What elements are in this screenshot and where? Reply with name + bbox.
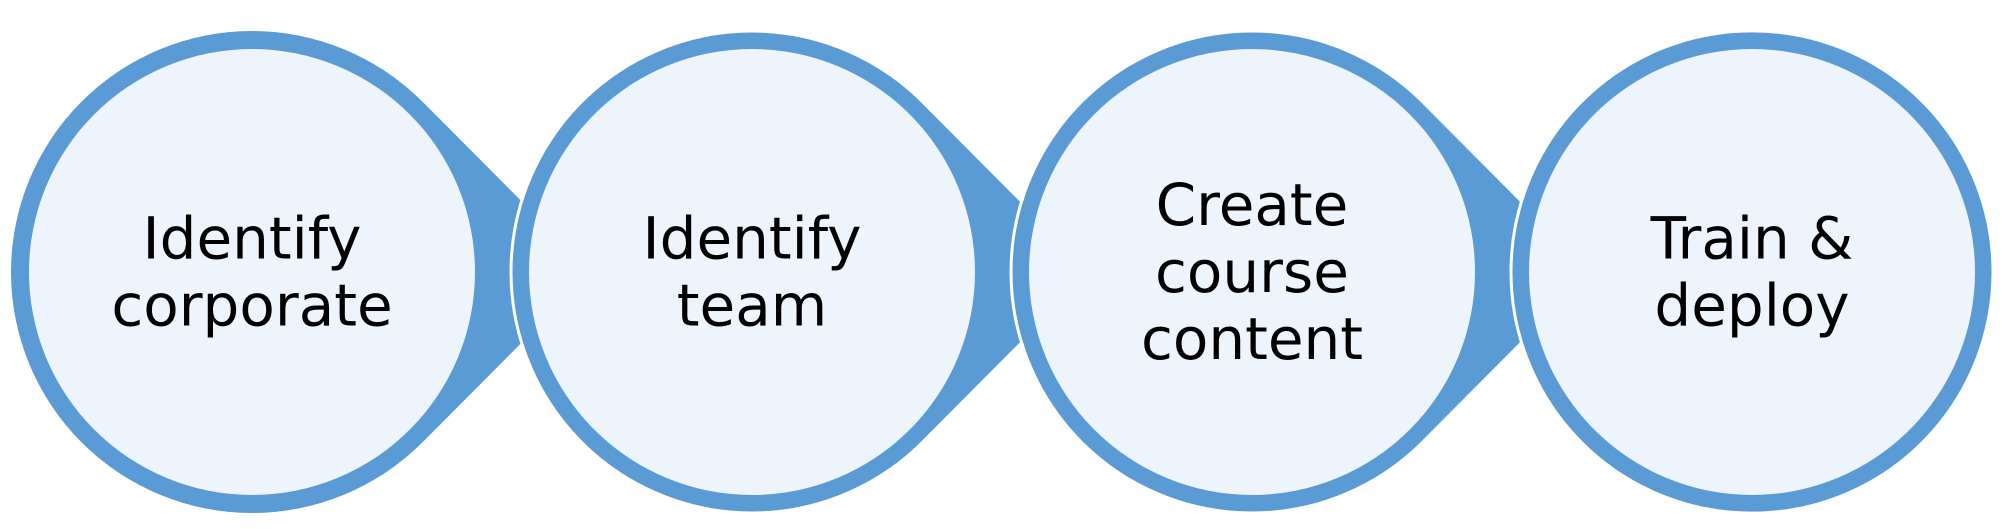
step-label-line: course [1155,238,1349,306]
step-fill [1529,49,1975,495]
process-step-1 [10,30,592,513]
step-label-line: Create [1156,171,1349,239]
step-fill [1029,49,1475,495]
step-label-line: team [677,272,827,340]
process-step-4 [1509,29,1995,515]
step-label-line: Identify [643,205,862,273]
step-label-line: corporate [111,272,392,340]
process-steps [10,29,1995,515]
step-fill [29,49,475,495]
step-label-line: Train & [1650,205,1854,273]
process-step-2 [509,29,1095,515]
step-label-line: content [1141,305,1363,373]
step-label-line: Identify [143,205,362,273]
step-fill [529,49,975,495]
step-label-4: Train &deploy [1650,205,1854,340]
process-step-3 [1009,29,1595,515]
step-label-line: deploy [1654,272,1849,340]
